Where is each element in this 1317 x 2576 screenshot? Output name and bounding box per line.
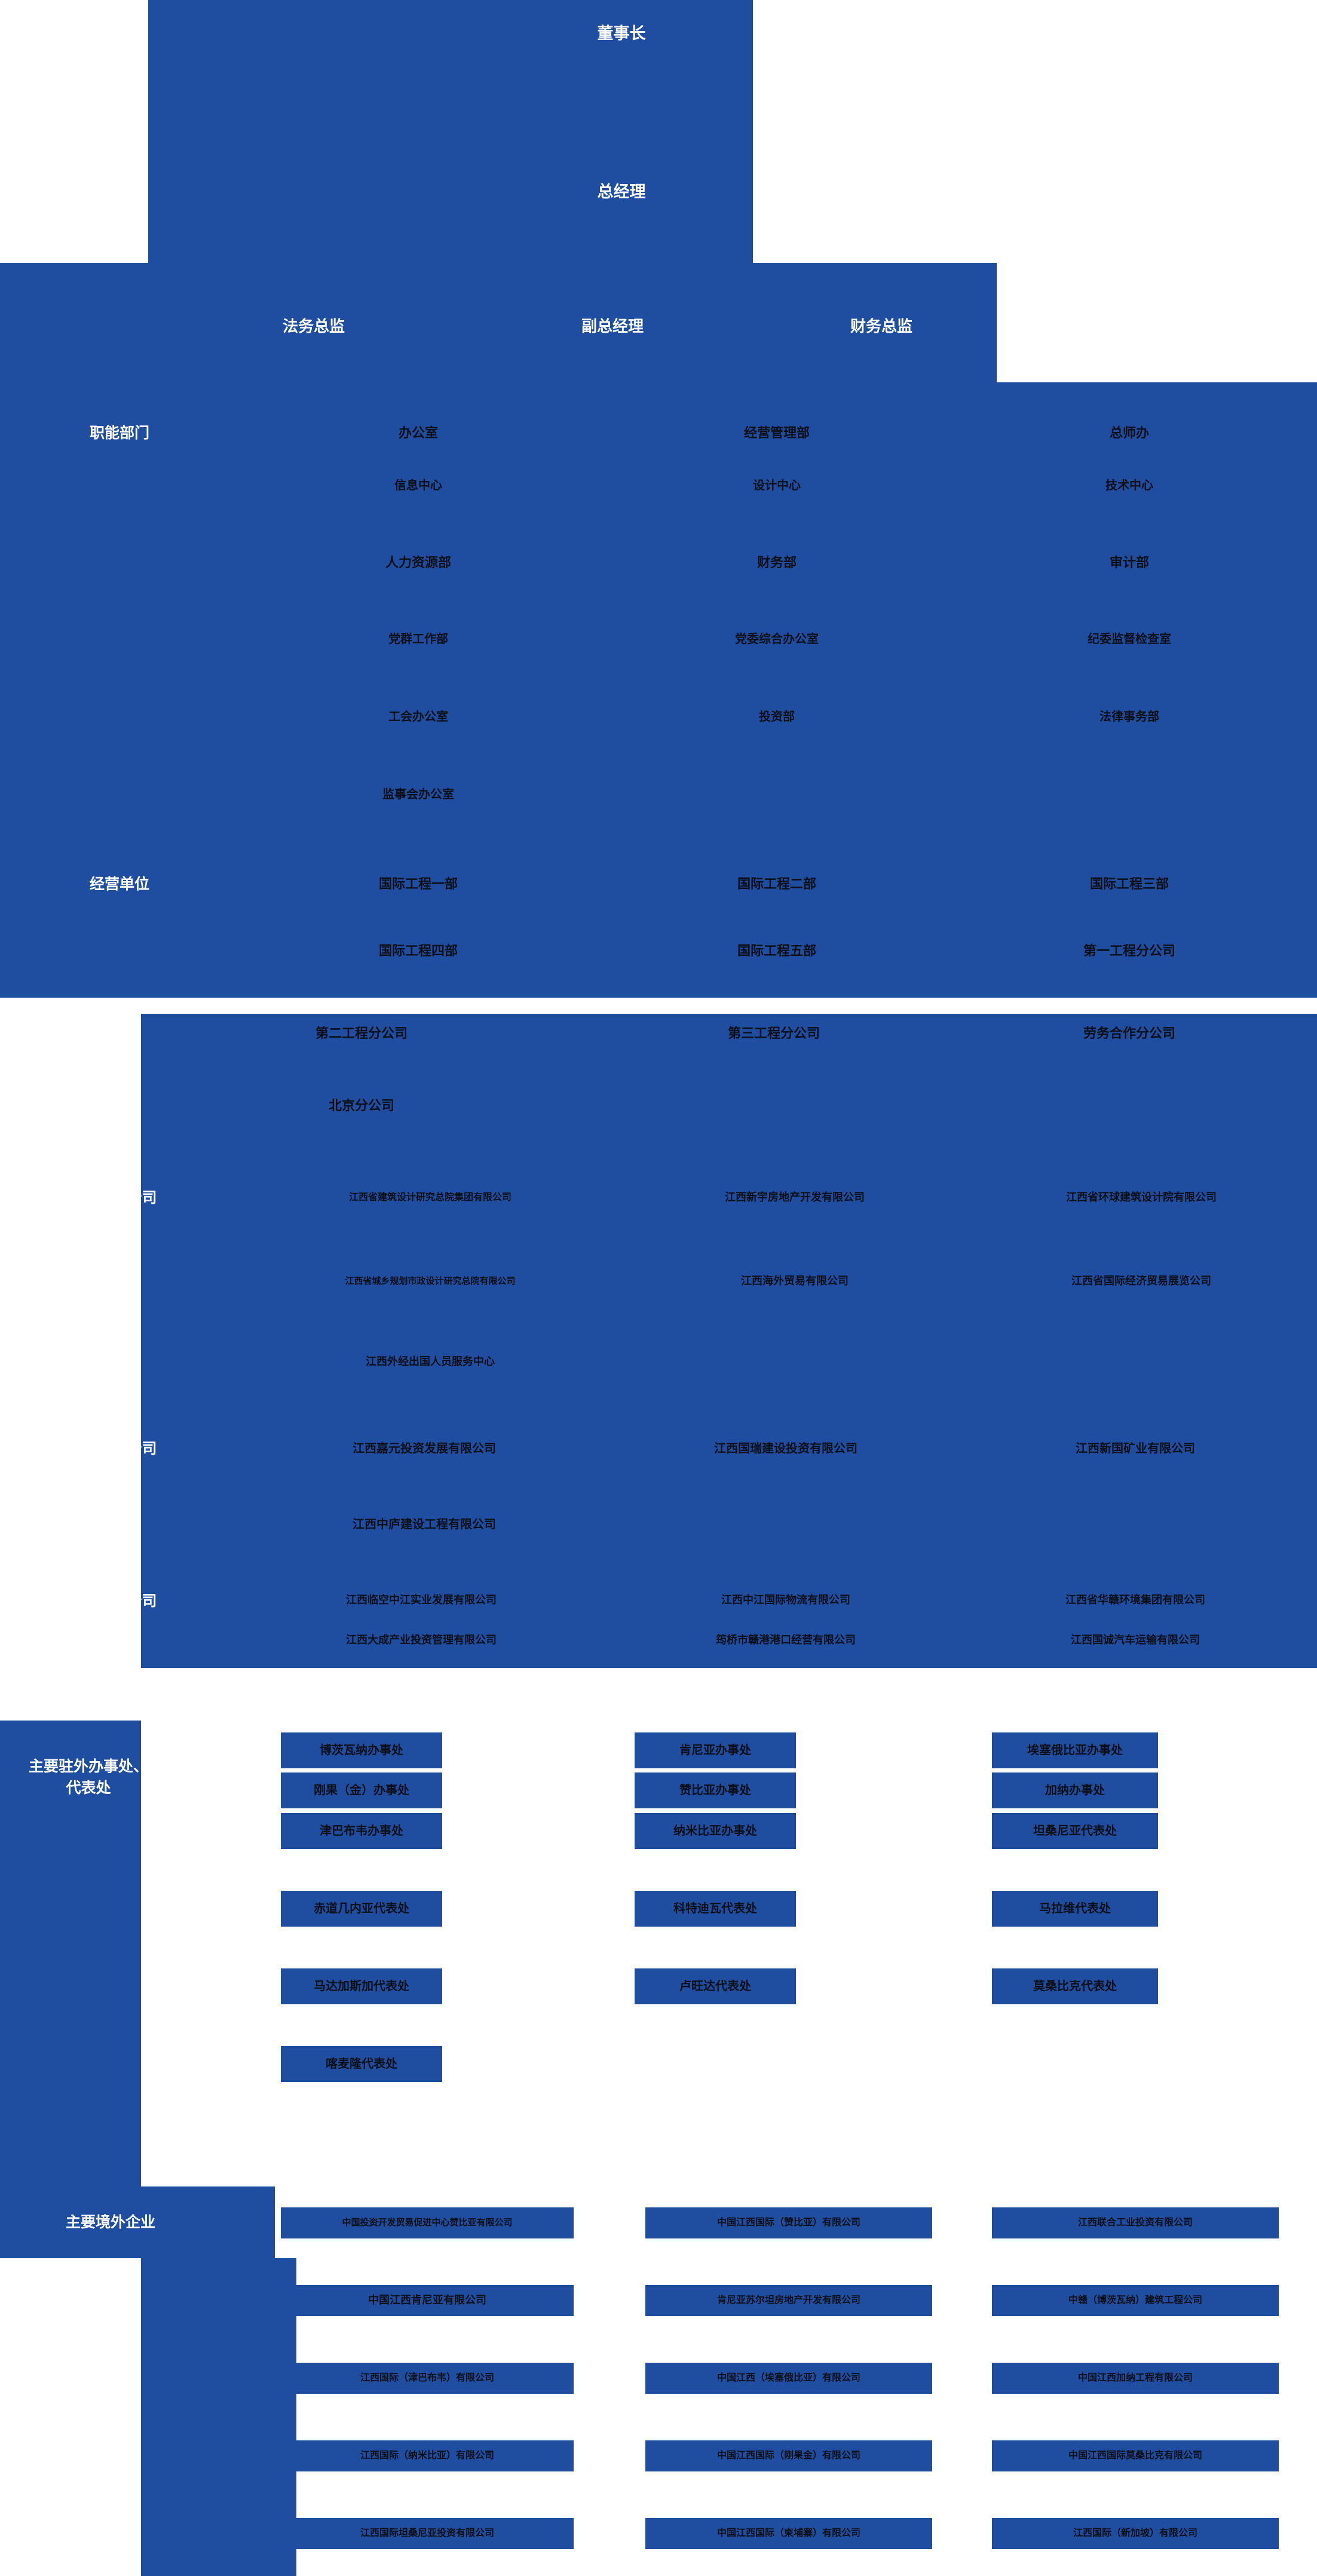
node-offices-4-0[interactable]: 马达加斯加代表处 <box>281 1968 442 2004</box>
node-enterprises-4-2[interactable]: 江西国际（新加坡）有限公司 <box>992 2518 1279 2549</box>
node-functional-3-1[interactable]: 党委综合办公室 <box>687 627 866 651</box>
section-band-overseas-offices-rail <box>0 1721 141 2234</box>
node-business-3-0[interactable]: 北京分公司 <box>281 1092 442 1120</box>
node-functional-3-2[interactable]: 纪委监督检查室 <box>1040 627 1219 651</box>
node-offices-1-2[interactable]: 加纳办事处 <box>992 1772 1158 1808</box>
node-enterprises-0-0[interactable]: 中国投资开发贸易促进中心赞比亚有限公司 <box>281 2207 574 2238</box>
node-business-2-0[interactable]: 第二工程分公司 <box>281 1020 442 1047</box>
node-equity-1-2[interactable]: 江西国诚汽车运输有限公司 <box>992 1625 1279 1656</box>
node-offices-0-0[interactable]: 博茨瓦纳办事处 <box>281 1732 442 1768</box>
exec-finance-director[interactable]: 财务总监 <box>850 317 912 335</box>
node-enterprises-2-2[interactable]: 中国江西加纳工程有限公司 <box>992 2363 1279 2394</box>
node-business-0-0[interactable]: 国际工程一部 <box>338 871 499 897</box>
node-offices-2-1[interactable]: 纳米比亚办事处 <box>635 1813 796 1849</box>
node-enterprises-0-2[interactable]: 江西联合工业投资有限公司 <box>992 2207 1279 2238</box>
node-business-1-0[interactable]: 国际工程四部 <box>338 938 499 964</box>
node-offices-1-0[interactable]: 刚果（金）办事处 <box>281 1772 442 1808</box>
node-functional-2-2[interactable]: 审计部 <box>1049 550 1210 576</box>
node-enterprises-4-0[interactable]: 江西国际坦桑尼亚投资有限公司 <box>281 2518 574 2549</box>
node-enterprises-3-1[interactable]: 中国江西国际（刚果金）有限公司 <box>645 2440 932 2471</box>
section-label-overseas-enterprises: 主要境外企业 <box>65 2213 155 2231</box>
node-wholly-1-2[interactable]: 江西省国际经济贸易展览公司 <box>992 1264 1291 1299</box>
node-business-1-1[interactable]: 国际工程五部 <box>696 938 857 964</box>
node-offices-2-2[interactable]: 坦桑尼亚代表处 <box>992 1813 1158 1849</box>
node-offices-4-1[interactable]: 卢旺达代表处 <box>635 1968 796 2004</box>
node-functional-5-0[interactable]: 监事会办公室 <box>338 783 499 806</box>
node-functional-4-1[interactable]: 投资部 <box>696 705 857 729</box>
node-holding-1-0[interactable]: 江西中庐建设工程有限公司 <box>281 1508 568 1541</box>
node-enterprises-2-0[interactable]: 江西国际（津巴布韦）有限公司 <box>281 2363 574 2394</box>
node-enterprises-0-1[interactable]: 中国江西国际（赞比亚）有限公司 <box>645 2207 932 2238</box>
node-enterprises-3-2[interactable]: 中国江西国际莫桑比克有限公司 <box>992 2440 1279 2471</box>
section-label-business-units: 经营单位 <box>89 875 149 893</box>
node-holding-0-1[interactable]: 江西国瑞建设投资有限公司 <box>645 1433 926 1465</box>
node-offices-3-2[interactable]: 马拉维代表处 <box>992 1891 1158 1927</box>
exec-general-manager[interactable]: 总经理 <box>597 183 646 201</box>
node-functional-1-0[interactable]: 信息中心 <box>338 474 499 498</box>
node-equity-1-1[interactable]: 筠桥市赣港港口经营有限公司 <box>645 1625 926 1656</box>
node-offices-4-2[interactable]: 莫桑比克代表处 <box>992 1968 1158 2004</box>
node-functional-1-2[interactable]: 技术中心 <box>1049 474 1210 498</box>
node-functional-4-2[interactable]: 法律事务部 <box>1049 705 1210 729</box>
section-band-overseas-enterprises-rail <box>141 2258 296 2576</box>
section-label-overseas-offices: 主要驻外办事处、代表处 <box>29 1758 149 1796</box>
section-band-overseas-enterprises-label <box>0 2186 275 2258</box>
node-business-0-2[interactable]: 国际工程三部 <box>1049 871 1210 897</box>
node-equity-0-2[interactable]: 江西省华赣环境集团有限公司 <box>992 1585 1279 1616</box>
node-offices-0-1[interactable]: 肯尼亚办事处 <box>635 1732 796 1768</box>
node-offices-2-0[interactable]: 津巴布韦办事处 <box>281 1813 442 1849</box>
node-enterprises-2-1[interactable]: 中国江西（埃塞俄比亚）有限公司 <box>645 2363 932 2394</box>
node-enterprises-1-1[interactable]: 肯尼亚苏尔坦房地产开发有限公司 <box>645 2285 932 2316</box>
node-enterprises-1-2[interactable]: 中赣（博茨瓦纳）建筑工程公司 <box>992 2285 1279 2316</box>
node-functional-0-2[interactable]: 总师办 <box>1049 420 1210 446</box>
node-wholly-2-0[interactable]: 江西外经出国人员服务中心 <box>281 1344 580 1380</box>
node-wholly-0-0[interactable]: 江西省建筑设计研究总院集团有限公司 <box>281 1180 580 1216</box>
section-label-wholly-owned: 全资子公司 <box>82 1189 157 1206</box>
node-wholly-0-2[interactable]: 江西省环球建筑设计院有限公司 <box>992 1180 1291 1216</box>
node-functional-1-1[interactable]: 设计中心 <box>696 474 857 498</box>
section-band-business-units-lower <box>141 1014 1317 1668</box>
section-label-holding: 控股子公司 <box>82 1440 157 1457</box>
node-equity-0-0[interactable]: 江西临空中江实业发展有限公司 <box>275 1585 568 1616</box>
exec-legal-director[interactable]: 法务总监 <box>282 317 345 335</box>
node-functional-3-0[interactable]: 党群工作部 <box>338 627 499 651</box>
node-equity-0-1[interactable]: 江西中江国际物流有限公司 <box>645 1585 926 1616</box>
node-business-0-1[interactable]: 国际工程二部 <box>696 871 857 897</box>
node-offices-3-0[interactable]: 赤道几内亚代表处 <box>281 1891 442 1927</box>
node-offices-0-2[interactable]: 埃塞俄比亚办事处 <box>992 1732 1158 1768</box>
node-wholly-0-1[interactable]: 江西新宇房地产开发有限公司 <box>645 1180 944 1216</box>
exec-band-directors <box>0 263 997 382</box>
node-business-2-1[interactable]: 第三工程分公司 <box>693 1020 854 1047</box>
section-label-functional-departments: 职能部门 <box>89 424 149 441</box>
exec-band-chairman <box>148 0 753 263</box>
node-wholly-1-1[interactable]: 江西海外贸易有限公司 <box>645 1264 944 1299</box>
node-holding-0-0[interactable]: 江西嘉元投资发展有限公司 <box>281 1433 568 1465</box>
node-offices-3-1[interactable]: 科特迪瓦代表处 <box>635 1891 796 1927</box>
node-equity-1-0[interactable]: 江西大成产业投资管理有限公司 <box>275 1625 568 1656</box>
node-offices-1-1[interactable]: 赞比亚办事处 <box>635 1772 796 1808</box>
node-functional-2-1[interactable]: 财务部 <box>696 550 857 576</box>
node-enterprises-1-0[interactable]: 中国江西肯尼亚有限公司 <box>281 2285 574 2316</box>
node-offices-5-0[interactable]: 喀麦隆代表处 <box>281 2046 442 2082</box>
node-functional-4-0[interactable]: 工会办公室 <box>338 705 499 729</box>
node-functional-0-1[interactable]: 经营管理部 <box>696 420 857 446</box>
node-enterprises-3-0[interactable]: 江西国际（纳米比亚）有限公司 <box>281 2440 574 2471</box>
exec-chairman[interactable]: 董事长 <box>597 24 646 43</box>
node-business-1-2[interactable]: 第一工程分公司 <box>1040 938 1219 964</box>
node-enterprises-4-1[interactable]: 中国江西国际（柬埔寨）有限公司 <box>645 2518 932 2549</box>
node-functional-2-0[interactable]: 人力资源部 <box>338 550 499 576</box>
section-label-equity: 参股子公司 <box>82 1592 157 1609</box>
node-business-2-2[interactable]: 劳务合作分公司 <box>1040 1020 1219 1047</box>
node-holding-0-2[interactable]: 江西新国矿业有限公司 <box>995 1433 1276 1465</box>
node-wholly-1-0[interactable]: 江西省城乡规划市政设计研究总院有限公司 <box>281 1264 580 1299</box>
exec-deputy-general-manager[interactable]: 副总经理 <box>581 317 644 335</box>
node-functional-0-0[interactable]: 办公室 <box>338 420 499 446</box>
